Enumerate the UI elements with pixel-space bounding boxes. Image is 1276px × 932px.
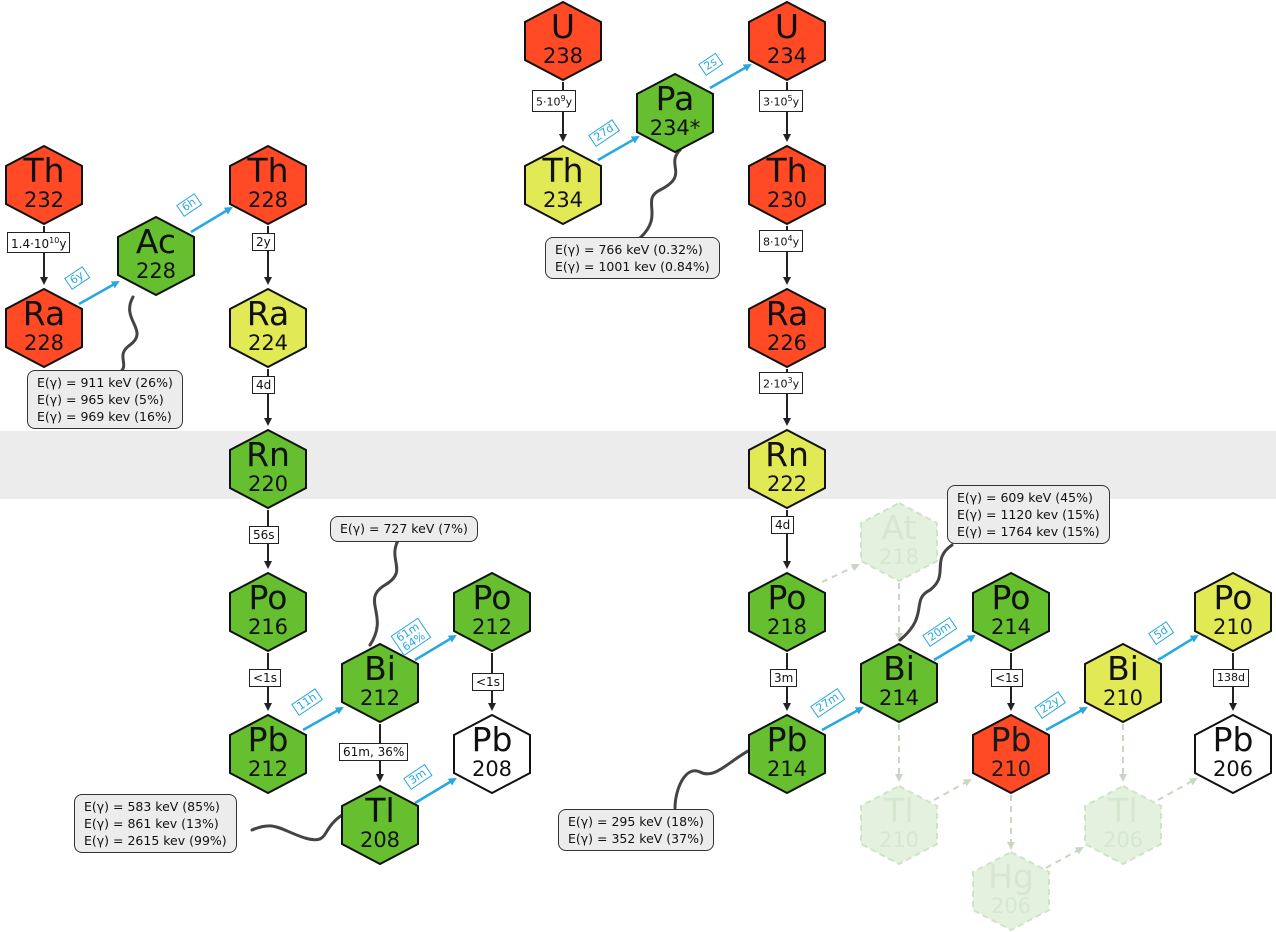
alpha-label-po210: 138d — [1213, 669, 1249, 687]
gamma-leader-pb214 — [673, 748, 752, 810]
branch-arrow-hg206-tl206 — [1045, 847, 1084, 869]
alpha-label-po218: 3m — [770, 669, 798, 687]
branch-arrow-tl210-pb210 — [933, 779, 972, 801]
gamma-box-pb214: E(γ) = 295 keV (18%)E(γ) = 352 keV (37%) — [558, 809, 714, 851]
gamma-leader-tl208 — [250, 813, 344, 842]
beta-arrow-ac228 — [190, 206, 233, 234]
beta-arrow-ra228 — [78, 280, 120, 306]
alpha-label-po214: <1s — [991, 669, 1023, 687]
gamma-leader-bi212 — [368, 535, 402, 647]
alpha-label-ra224: 4d — [252, 376, 276, 394]
alpha-label-bi212: 61m, 36% — [339, 743, 409, 761]
beta-arrow-pb212 — [302, 706, 344, 732]
alpha-label-ra226: 2·103y — [759, 372, 804, 394]
gamma-leader-bi214 — [898, 543, 954, 642]
alpha-label-rn222: 4d — [771, 516, 795, 534]
beta-arrow-bi212 — [414, 634, 457, 662]
gamma-leader-ac228 — [118, 295, 139, 374]
gamma-box-bi214: E(γ) = 609 keV (45%)E(γ) = 1120 kev (15%… — [947, 485, 1110, 544]
gamma-box-ac228: E(γ) = 911 keV (26%)E(γ) = 965 kev (5%)E… — [27, 370, 183, 429]
gamma-box-pa234: E(γ) = 766 keV (0.32%)E(γ) = 1001 kev (0… — [545, 237, 720, 279]
beta-arrow-pb210 — [1045, 706, 1088, 732]
beta-arrow-tl208 — [414, 777, 457, 805]
beta-arrow-th234 — [597, 135, 640, 162]
alpha-label-u238: 5·109y — [532, 90, 577, 112]
gamma-box-tl208: E(γ) = 583 keV (85%)E(γ) = 861 kev (13%)… — [74, 794, 237, 853]
alpha-label-po212: <1s — [472, 673, 504, 691]
branch-arrow-tl206-pb206 — [1157, 778, 1198, 801]
gamma-leader-pa234 — [638, 148, 682, 240]
branch-arrow-po218-at218 — [821, 563, 860, 583]
alpha-label-th228: 2y — [252, 233, 275, 251]
beta-arrow-bi214 — [933, 634, 976, 662]
gamma-box-bi212: E(γ) = 727 keV (7%) — [330, 516, 478, 542]
beta-arrow-pa234 — [709, 63, 752, 90]
alpha-label-u234: 3·105y — [759, 90, 804, 112]
beta-arrow-pb214 — [821, 706, 864, 732]
beta-arrow-bi210 — [1157, 634, 1199, 662]
alpha-label-rn220: 56s — [249, 526, 279, 544]
alpha-label-po216: <1s — [249, 669, 281, 687]
alpha-label-th230: 8·104y — [759, 230, 804, 252]
alpha-label-th232: 1.4·1010y — [7, 232, 71, 253]
